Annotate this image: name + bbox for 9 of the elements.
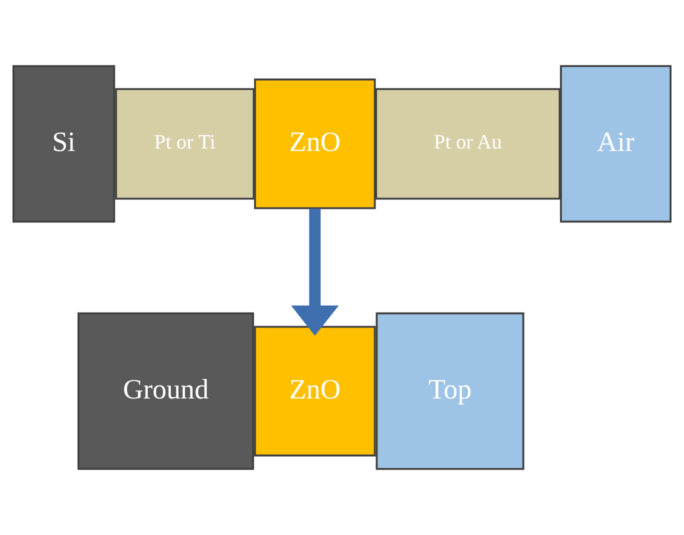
node-box: Si [12,65,116,223]
node-box: Pt or Ti [115,88,255,200]
node-box: Air [560,65,672,223]
node-box: Top [376,312,524,470]
node-box: Ground [78,312,254,470]
node-box: ZnO [254,78,376,210]
arrow [291,208,339,336]
node-box: ZnO [254,326,376,456]
node-box: Pt or Au [375,88,561,200]
